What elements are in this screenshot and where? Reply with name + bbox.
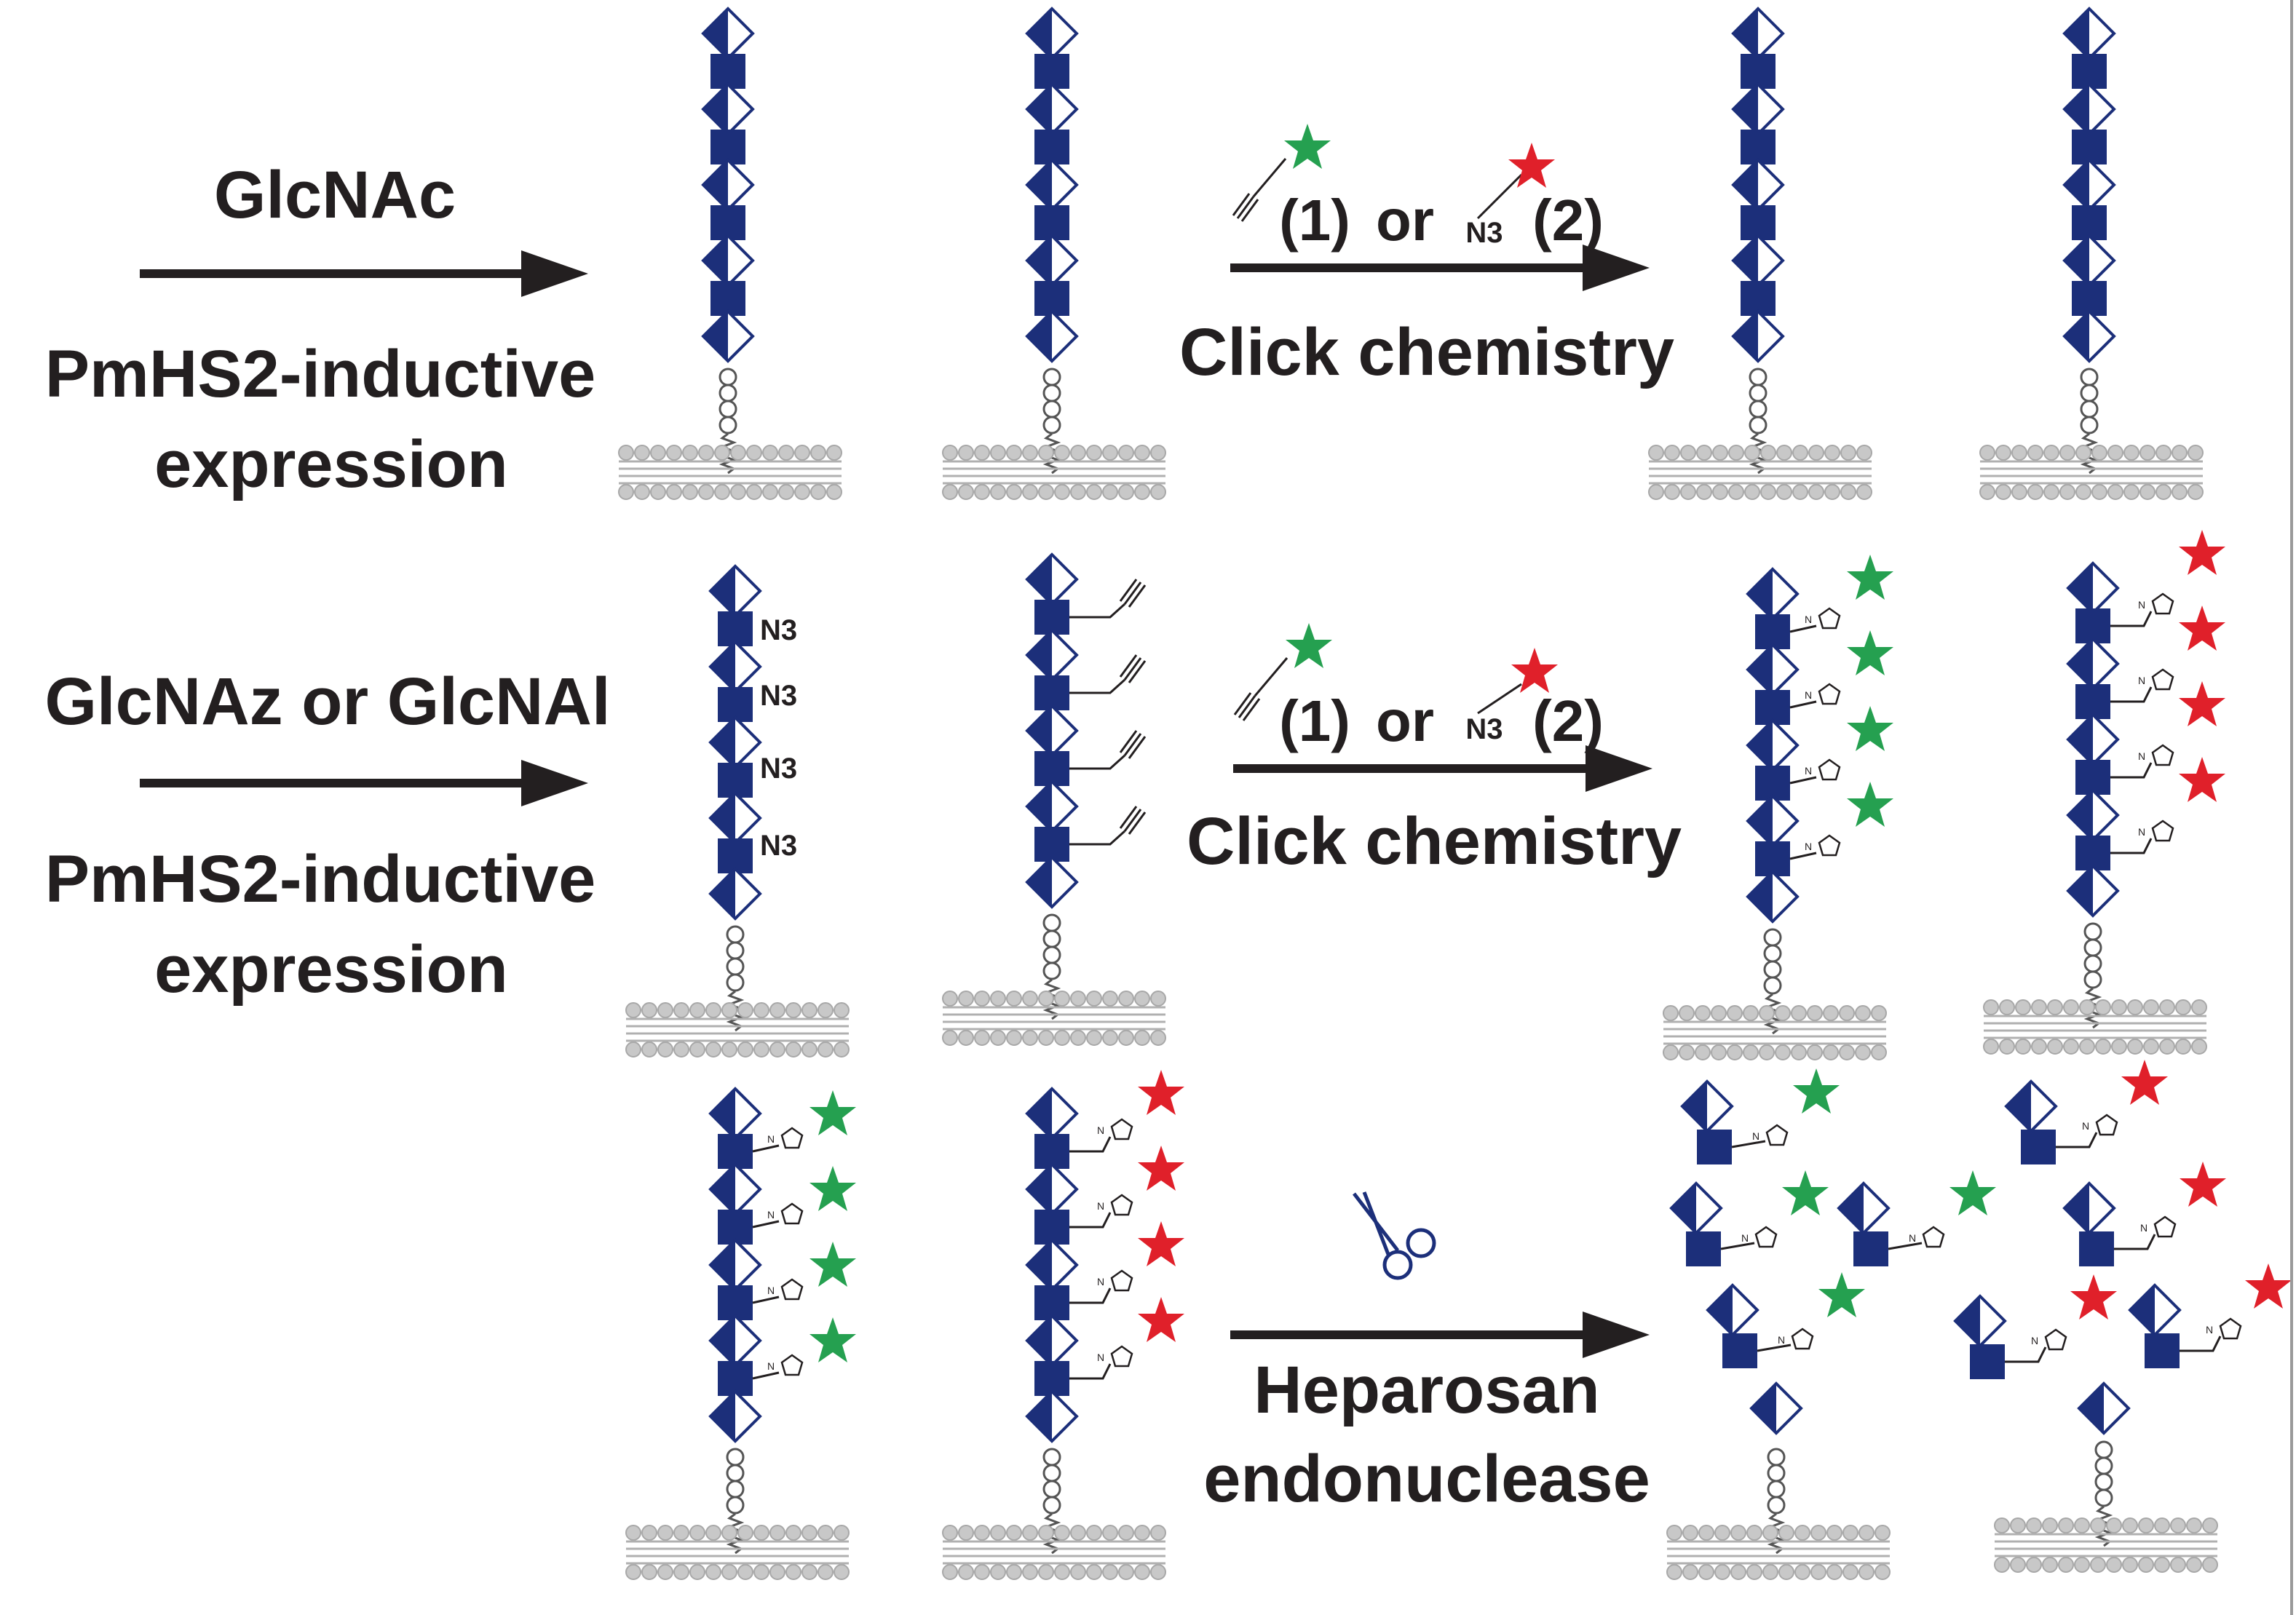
row3-arrow bbox=[1230, 1330, 1594, 1339]
row3-arrowhead bbox=[1583, 1312, 1650, 1358]
red-fragment-1 bbox=[2005, 1060, 2168, 1164]
row2-green-labeled-chain bbox=[1662, 555, 1893, 1061]
row2-or-label: or bbox=[1376, 689, 1434, 753]
green-fragment-3 bbox=[1837, 1170, 1996, 1266]
row1-chain-4 bbox=[1979, 7, 2204, 501]
row2-reaction-label: Click chemistry bbox=[1186, 804, 1682, 878]
green-fragment-2 bbox=[1670, 1170, 1829, 1266]
row1-alkyne-green-star-icon bbox=[1232, 124, 1331, 223]
row2-reagent-label: GlcNAz or GlcNAl bbox=[44, 664, 611, 739]
row2-option1-label: (1) bbox=[1279, 689, 1350, 753]
row3-enzyme-line2: endonuclease bbox=[1203, 1442, 1650, 1516]
row1-azide-red-star-icon bbox=[1476, 143, 1555, 220]
row2-right-arrowhead bbox=[1586, 745, 1652, 792]
row2-azide-reagent-label: N3 bbox=[1465, 713, 1503, 745]
row2-option2-label: (2) bbox=[1532, 689, 1604, 753]
row2-condition-line1: PmHS2-inductive bbox=[44, 842, 596, 916]
row3-enzyme-line1: Heparosan bbox=[1254, 1353, 1600, 1427]
row1-option2-label: (2) bbox=[1532, 188, 1604, 253]
row1-or-label: or bbox=[1376, 188, 1434, 253]
row1-left-arrowhead bbox=[521, 250, 588, 297]
row2-red-labeled-chain bbox=[1982, 530, 2225, 1055]
row2-azide-label-2: N3 bbox=[760, 680, 798, 712]
row1-chain-2 bbox=[941, 7, 1167, 501]
row2-right-arrow bbox=[1233, 764, 1597, 773]
row1-azide-label: N3 bbox=[1465, 217, 1503, 249]
row2-alkyne-chain bbox=[941, 553, 1167, 1047]
row1-condition-line1: PmHS2-inductive bbox=[44, 337, 596, 411]
right-border-line bbox=[2290, 0, 2293, 1615]
red-fragment-3 bbox=[1954, 1274, 2117, 1379]
row2-azide-label-4: N3 bbox=[760, 830, 798, 862]
red-fragment-2 bbox=[2063, 1162, 2226, 1266]
row2-azide-label-3: N3 bbox=[760, 753, 798, 785]
row2-left-arrow bbox=[140, 779, 533, 787]
row2-azide-red-star-icon bbox=[1477, 648, 1558, 715]
row3-green-labeled-chain bbox=[625, 1087, 856, 1581]
red-fragment-4 bbox=[2129, 1263, 2292, 1368]
row2-condition-line2: expression bbox=[154, 932, 508, 1007]
row2-left-arrowhead bbox=[521, 760, 588, 806]
row1-chain-3 bbox=[1647, 7, 1873, 501]
row1-option1-label: (1) bbox=[1279, 188, 1350, 253]
row2-azide-label-1: N3 bbox=[760, 614, 798, 646]
red-residual-chain bbox=[1993, 1382, 2219, 1574]
row1-reaction-label: Click chemistry bbox=[1179, 315, 1675, 389]
green-fragment-4 bbox=[1706, 1272, 1865, 1368]
row3-red-labeled-chain bbox=[941, 1070, 1184, 1581]
row1-reagent-label: GlcNAc bbox=[213, 158, 456, 232]
row1-chain-1 bbox=[617, 7, 843, 501]
row1-condition-line2: expression bbox=[154, 427, 508, 501]
row1-left-arrow bbox=[140, 269, 533, 278]
row1-right-arrowhead bbox=[1583, 245, 1650, 291]
green-fragment-1 bbox=[1681, 1068, 1840, 1164]
row2-alkyne-green-star-icon bbox=[1233, 623, 1332, 722]
scissors-icon bbox=[1353, 1191, 1436, 1280]
row1-right-arrow bbox=[1230, 263, 1594, 272]
